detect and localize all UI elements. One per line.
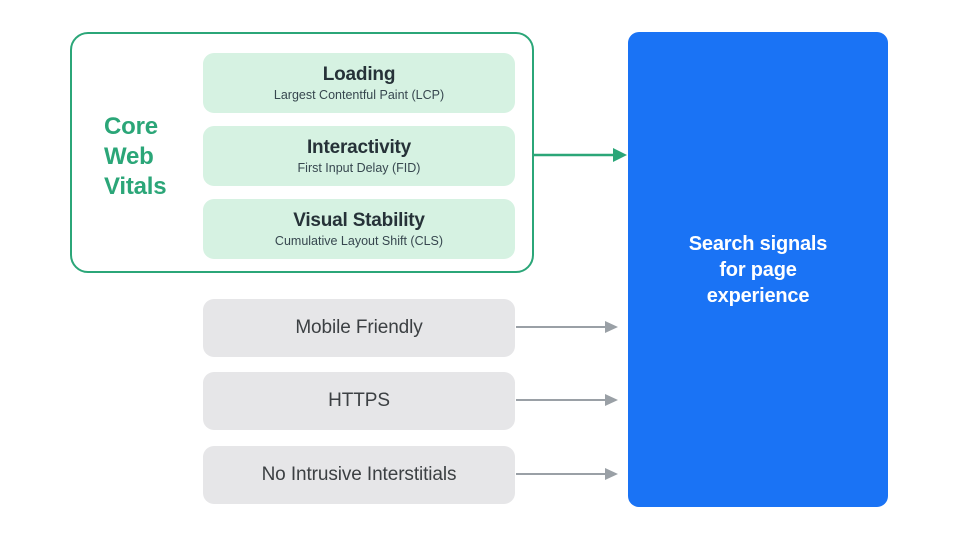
- metric-card-visual-stability: Visual Stability Cumulative Layout Shift…: [203, 199, 515, 259]
- metric-title: Loading: [322, 63, 396, 85]
- metric-subtitle: First Input Delay (FID): [297, 160, 421, 175]
- signal-label: No Intrusive Interstitials: [261, 464, 457, 485]
- signal-label: Mobile Friendly: [295, 317, 423, 338]
- arrow-green-core-web-vitals: [533, 148, 627, 162]
- signal-box-https: HTTPS: [203, 372, 515, 430]
- signal-label: HTTPS: [328, 390, 390, 411]
- metric-subtitle: Cumulative Layout Shift (CLS): [274, 233, 444, 248]
- metric-title: Visual Stability: [293, 209, 425, 231]
- arrow-gray-https: [516, 394, 618, 406]
- outcome-panel-search-signals: Search signals for page experience: [628, 32, 888, 507]
- metric-title: Interactivity: [306, 136, 412, 158]
- signal-box-mobile-friendly: Mobile Friendly: [203, 299, 515, 357]
- core-web-vitals-group: [70, 32, 534, 273]
- core-web-vitals-label: Core Web Vitals: [104, 113, 167, 200]
- outcome-panel-text: Search signals for page experience: [688, 232, 828, 307]
- arrow-gray-no-intrusive-interstitials: [516, 468, 618, 480]
- metric-subtitle: Largest Contentful Paint (LCP): [273, 87, 445, 102]
- arrow-gray-mobile-friendly: [516, 321, 618, 333]
- metric-card-loading: Loading Largest Contentful Paint (LCP): [203, 53, 515, 113]
- metric-card-interactivity: Interactivity First Input Delay (FID): [203, 126, 515, 186]
- signal-box-no-intrusive-interstitials: No Intrusive Interstitials: [203, 446, 515, 504]
